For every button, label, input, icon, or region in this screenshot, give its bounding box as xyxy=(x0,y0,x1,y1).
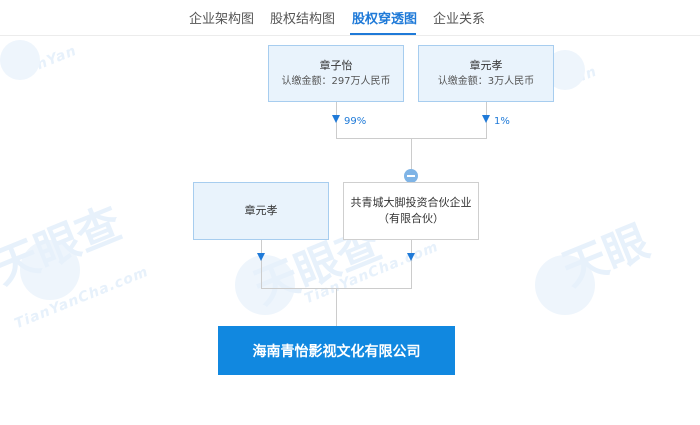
tab-enterprise-architecture[interactable]: 企业架构图 xyxy=(189,12,255,27)
arrow-down-icon xyxy=(332,115,340,123)
tab-equity-penetration[interactable]: 股权穿透图 xyxy=(352,12,418,27)
connector-line xyxy=(411,138,412,182)
shareholder-name: 章元孝 xyxy=(469,58,503,72)
shareholder-name: 章子怡 xyxy=(319,58,353,72)
arrow-down-icon xyxy=(257,253,265,261)
active-tab-indicator xyxy=(350,33,416,35)
connector-line xyxy=(261,240,262,288)
target-company-name: 海南青怡影视文化有限公司 xyxy=(252,343,421,360)
shareholder-name: 章元孝 xyxy=(244,204,278,217)
tab-bar: 企业架构图 股权结构图 股权穿透图 企业关系 xyxy=(0,0,700,36)
connector-line xyxy=(336,288,337,326)
tab-enterprise-relations[interactable]: 企业关系 xyxy=(433,12,486,27)
tab-equity-structure[interactable]: 股权结构图 xyxy=(270,12,336,27)
arrow-down-icon xyxy=(482,115,490,123)
connector-line xyxy=(411,240,412,288)
shareholder-node-zhangyuanxiao[interactable]: 章元孝 xyxy=(193,182,329,240)
tab-divider xyxy=(0,35,700,36)
shareholder-name-line1: 共青城大脚投资合伙企业 xyxy=(350,196,472,209)
share-percent-label: 99% xyxy=(344,116,367,127)
arrow-down-icon xyxy=(407,253,415,261)
shareholder-node-gongqingcheng-dajiao[interactable]: 共青城大脚投资合伙企业 （有限合伙） xyxy=(343,182,479,240)
shareholder-amount: 认缴金额：297万人民币 xyxy=(281,75,391,87)
share-percent-label: 1% xyxy=(494,116,510,127)
minus-circle-icon[interactable] xyxy=(404,169,418,183)
shareholder-node-zhangyuanxiao-top[interactable]: 章元孝 认缴金额：3万人民币 xyxy=(418,45,554,102)
target-company-node[interactable]: 海南青怡影视文化有限公司 xyxy=(218,326,455,375)
shareholder-amount: 认缴金额：3万人民币 xyxy=(437,75,535,87)
shareholder-name-line2: （有限合伙） xyxy=(378,212,444,225)
shareholder-node-zhangziyi[interactable]: 章子怡 认缴金额：297万人民币 xyxy=(268,45,404,102)
